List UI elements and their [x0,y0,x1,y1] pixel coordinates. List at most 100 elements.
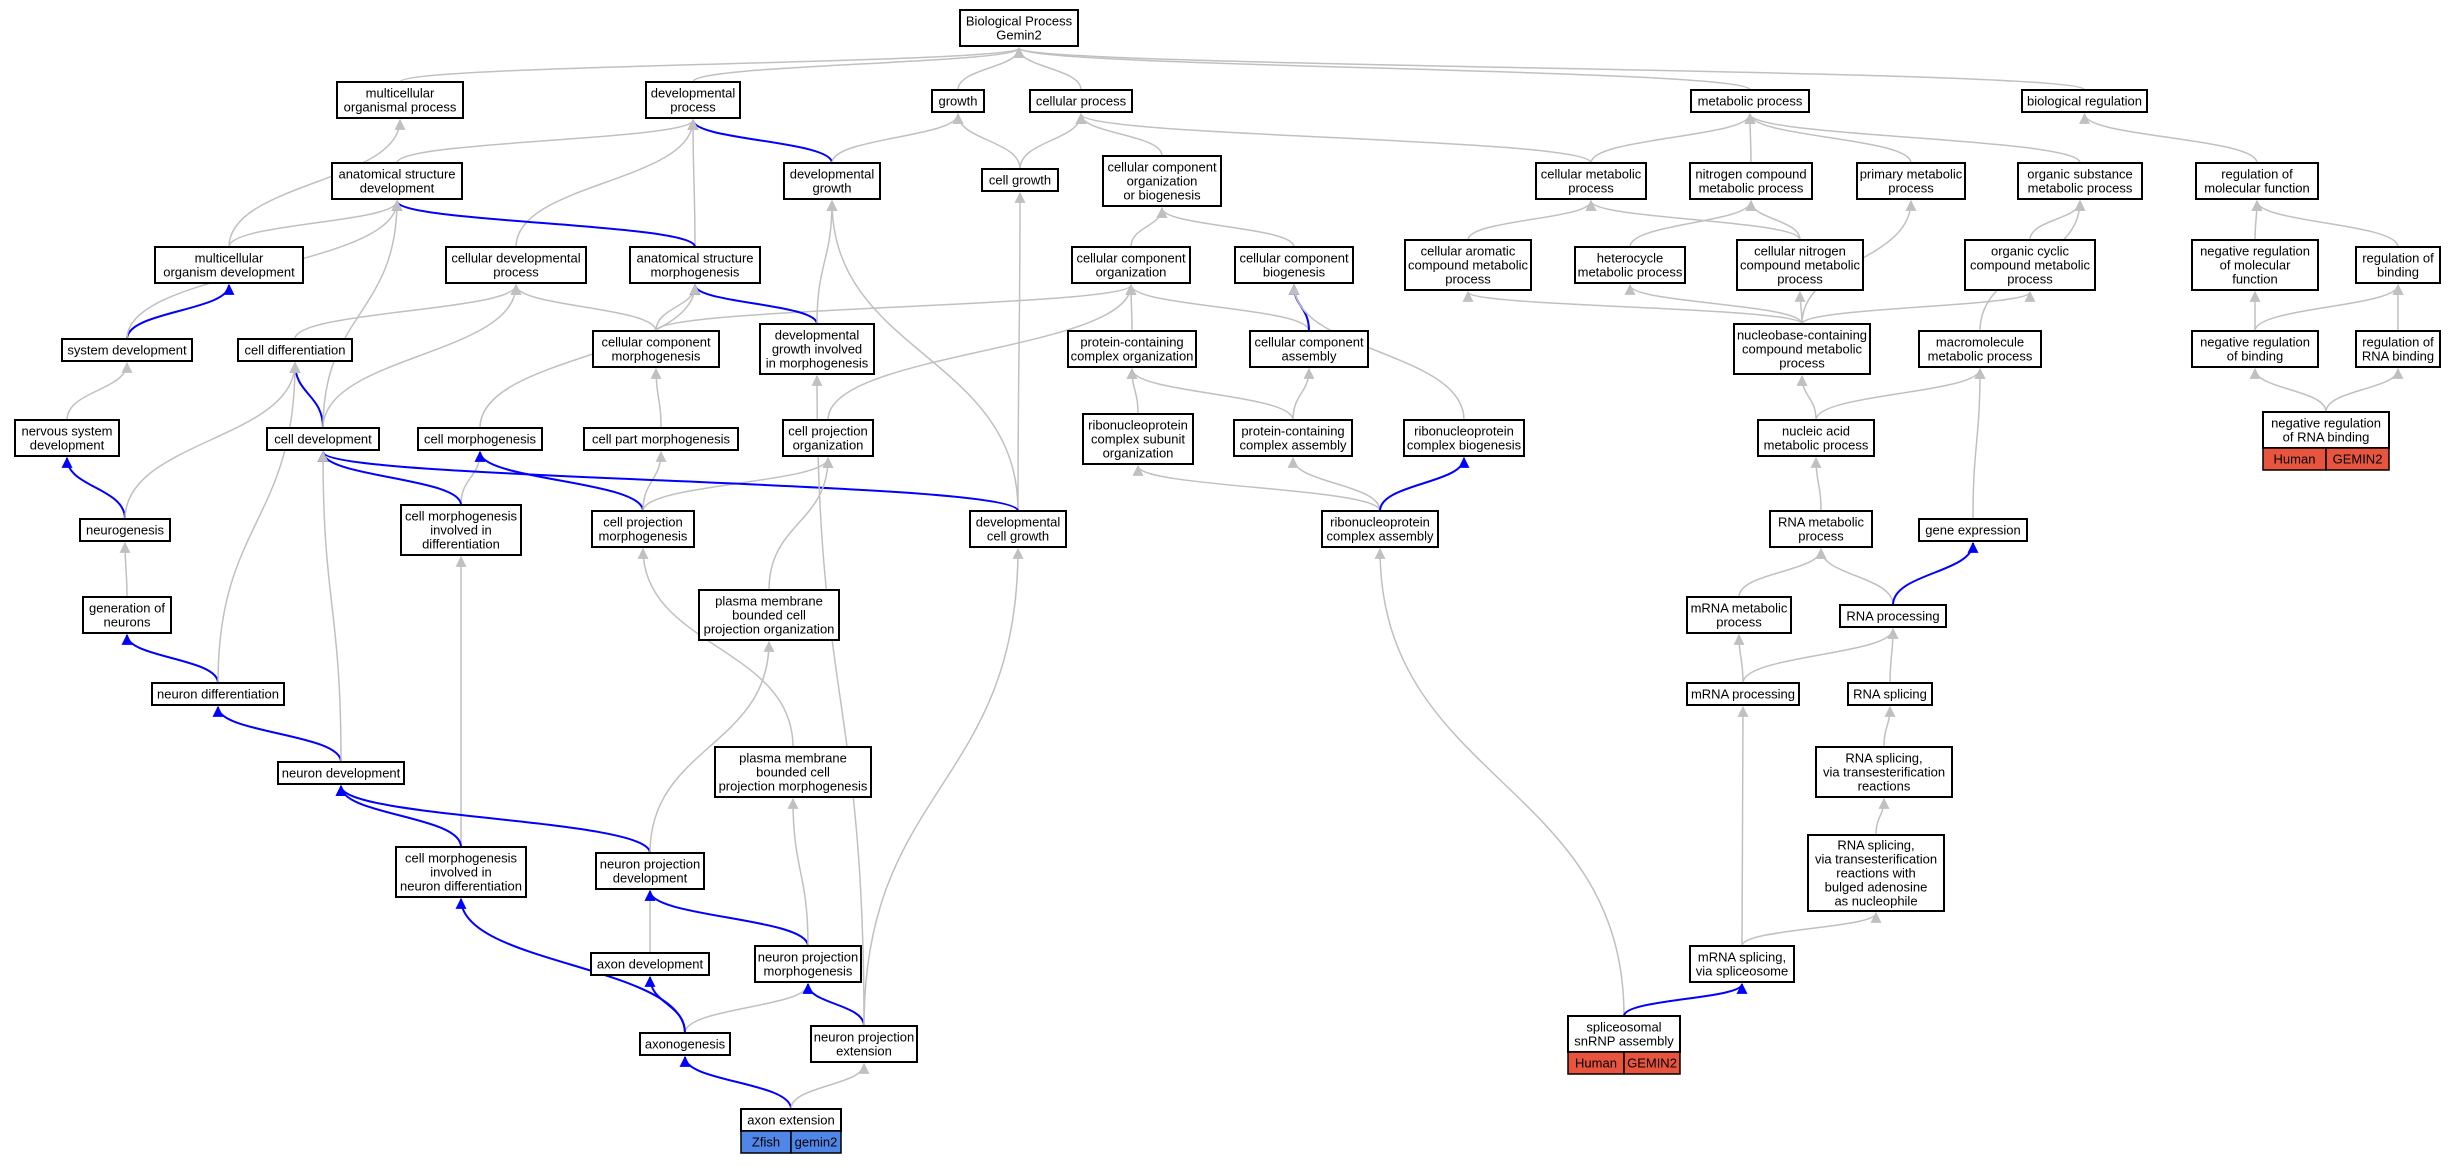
node-box [783,162,881,200]
node-growth[interactable]: growth [931,89,985,113]
node-axonogenesis[interactable]: axonogenesis [639,1032,731,1056]
node-label-line: nitrogen compound [1695,167,1806,182]
node-axon-development[interactable]: axon development [590,952,710,976]
edge-pm-projection-morphogenesis-to-cell-projection-morphogenesis [637,547,794,748]
edge-nucleobase-to-cellular-aromatic [1462,290,1803,325]
node-cell-morphogenesis[interactable]: cell morphogenesis [417,427,543,451]
node-gene-expression[interactable]: gene expression [1918,518,2028,542]
node-rna-processing[interactable]: RNA processing [1839,604,1947,628]
node-label-line: development [360,181,435,196]
node-label-line: anatomical structure [636,251,753,266]
node-axon-extension[interactable]: axon extension [740,1108,842,1132]
node-neuron-differentiation[interactable]: neuron differentiation [151,682,285,706]
node-cell-part-morphogenesis[interactable]: cell part morphogenesis [583,427,739,451]
node-label-line: process [1568,181,1614,196]
node-label-line: metabolic process [1698,94,1803,109]
edge-multicellular-organism-development-to-anatomical-structure-development [228,199,403,248]
edge-nucleobase-to-heterocycle [1624,283,1803,325]
node-cellular-process[interactable]: cellular process [1029,89,1133,113]
node-cell-development[interactable]: cell development [266,427,380,451]
node-metabolic-process[interactable]: metabolic process [1690,89,1810,113]
node-rna-splicing[interactable]: RNA splicing [1847,682,1933,706]
node-label-line: RNA splicing, [1845,751,1922,766]
node-cell-differentiation[interactable]: cell differentiation [237,338,353,362]
edge-rna-splicing-transesterification-to-rna-splicing [1883,705,1896,748]
node-rna-splicing-transesterification[interactable]: RNA splicing,via transesterificationreac… [1815,746,1953,798]
edge-anatomical-structure-development-to-developmental-process [396,118,699,164]
node-box [754,945,862,983]
tag-gene-label: gemin2 [795,1135,838,1150]
node-label-line: axon development [597,957,704,972]
node-biological-regulation[interactable]: biological regulation [2021,89,2148,113]
node-box [336,81,464,119]
edge-cell-morph-diff-to-cell-morphogenesis [460,450,486,506]
node-system-development[interactable]: system development [61,338,193,362]
node-rna-splicing-bulged[interactable]: RNA splicing,via transesterificationreac… [1807,834,1945,912]
node-label-line: metabolic process [1578,265,1683,280]
node-neurogenesis[interactable]: neurogenesis [79,518,171,542]
node-label-line: assembly [1282,349,1337,364]
node-neuron-development[interactable]: neuron development [277,761,405,785]
edge-developmental-process-to-root [692,46,1025,83]
node-box [400,504,522,556]
node-label-line: process [1779,356,1825,371]
node-mrna-splicing[interactable]: mRNA splicing,via spliceosome [1689,945,1795,983]
edge-generation-of-neurons-to-neurogenesis [119,541,131,598]
node-box [1918,518,2028,542]
node-mrna-processing[interactable]: mRNA processing [1686,682,1800,706]
node-cell-growth[interactable]: cell growth [981,168,1059,192]
